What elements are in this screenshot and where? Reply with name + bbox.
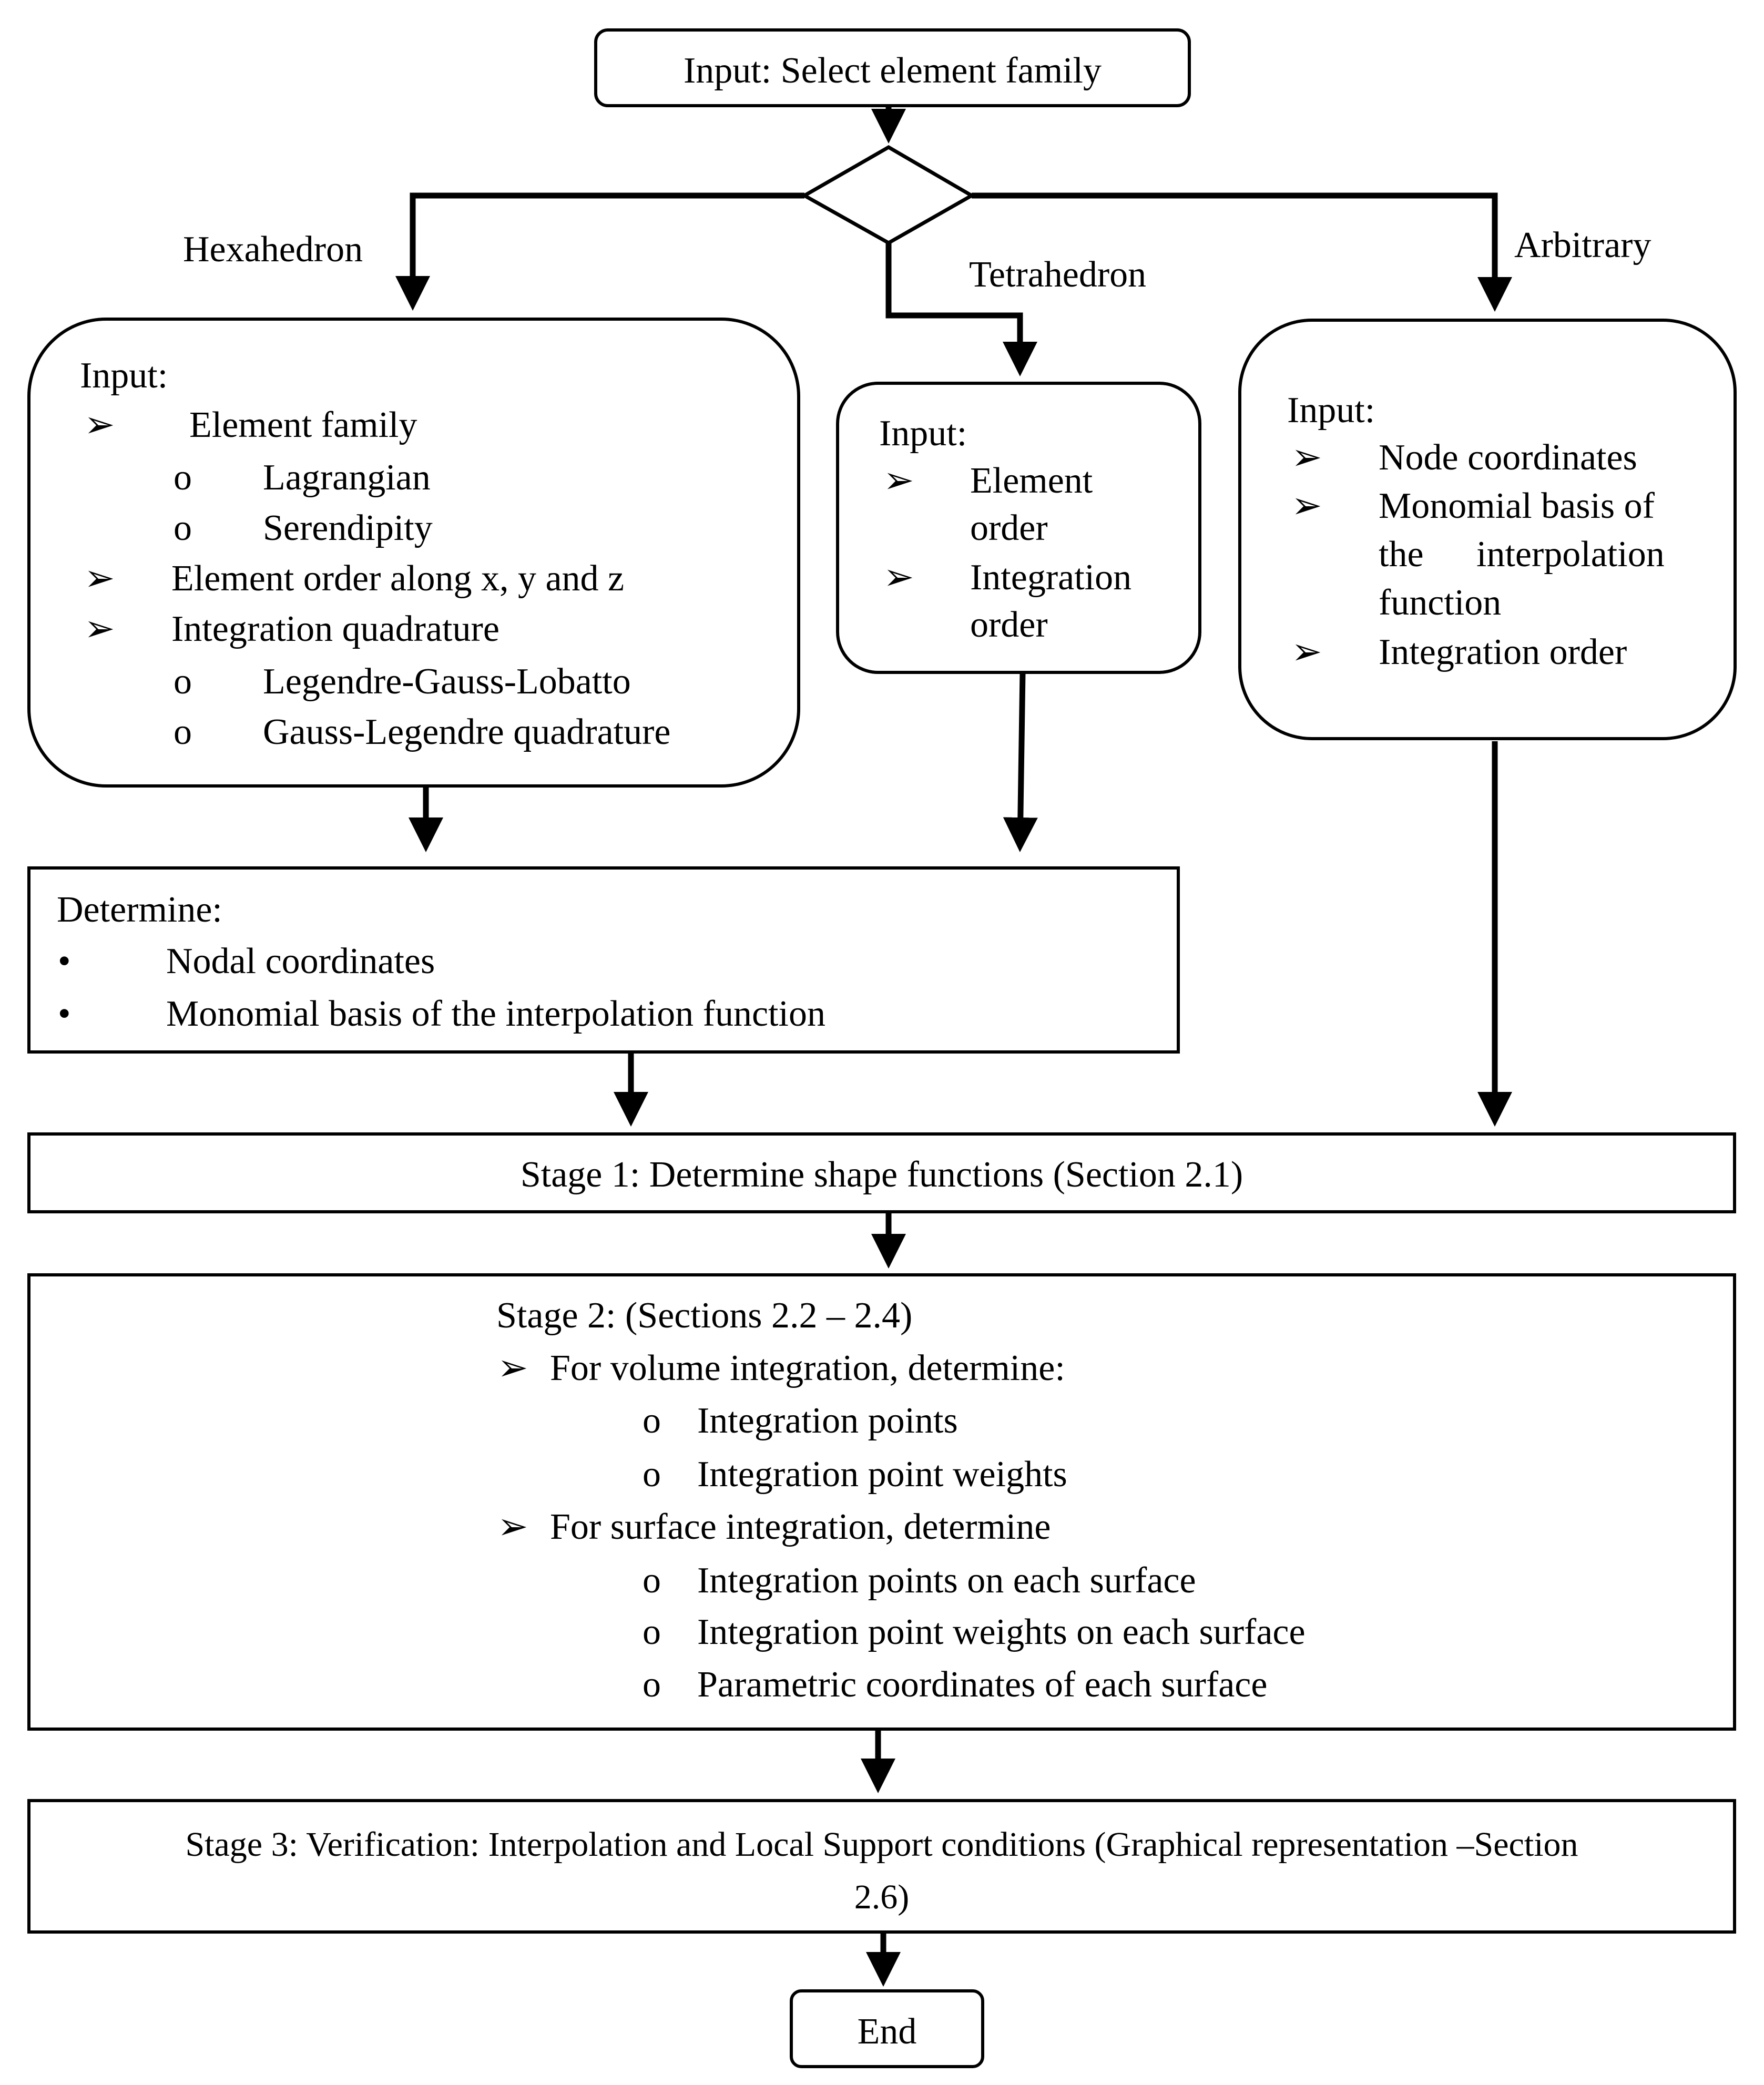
circle-bullet-icon: o [643, 1560, 661, 1601]
arrow-hexahedron [395, 192, 804, 311]
tet-element-order-line1: Element [970, 461, 1093, 501]
determine-title: Determine: [57, 890, 222, 930]
stage3-label-line1: Stage 3: Verification: Interpolation and… [185, 1825, 1578, 1864]
determine-monomial: Monomial basis of the interpolation func… [166, 994, 825, 1034]
stage2-vol-points: Integration points [697, 1401, 958, 1441]
arrow-bullet-icon: ➢ [1291, 632, 1322, 672]
tet-element-order-line2: order [970, 508, 1048, 548]
branch-label-tetrahedron: Tetrahedron [969, 254, 1147, 295]
end-box: End [790, 1989, 984, 2068]
stage2-vol-weights: Integration point weights [697, 1454, 1067, 1495]
tetrahedron-input-box [836, 382, 1201, 674]
determine-box [27, 866, 1180, 1054]
stage2-surface: For surface integration, determine [550, 1507, 1051, 1547]
circle-bullet-icon: o [643, 1454, 661, 1495]
dot-bullet-icon: • [58, 941, 71, 982]
arrow-bullet-icon: ➢ [84, 558, 115, 599]
arrow-arbitrary [972, 192, 1512, 312]
arrow-bullet-icon: ➢ [497, 1507, 528, 1547]
circle-bullet-icon: o [174, 661, 192, 702]
stage2-title: Stage 2: (Sections 2.2 – 2.4) [496, 1295, 913, 1336]
arrow-tetrahedron [885, 243, 1037, 376]
hex-element-family: Element family [189, 405, 417, 445]
start-box: Input: Select element family [594, 28, 1191, 107]
branch-label-hexahedron: Hexahedron [183, 229, 363, 270]
hex-gl: Gauss-Legendre quadrature [263, 712, 671, 752]
hex-input-title: Input: [80, 355, 168, 396]
determine-nodal: Nodal coordinates [166, 941, 435, 982]
hex-lagrangian: Lagrangian [263, 457, 431, 498]
start-box-label: Input: Select element family [683, 50, 1102, 91]
arrow-bullet-icon: ➢ [84, 609, 115, 649]
hex-serendipity: Serendipity [263, 508, 433, 548]
tet-integration-order-line1: Integration [970, 557, 1132, 598]
stage2-surf-points: Integration points on each surface [697, 1560, 1196, 1601]
arrow-tet-to-determine [1003, 672, 1038, 852]
circle-bullet-icon: o [174, 712, 192, 752]
tet-input-title: Input: [879, 413, 967, 454]
hex-element-order: Element order along x, y and z [171, 558, 625, 599]
hex-lgl: Legendre-Gauss-Lobatto [263, 661, 631, 702]
arb-monomial-line2b: interpolation [1476, 534, 1665, 575]
branch-label-arbitrary: Arbitrary [1514, 225, 1651, 265]
arrow-bullet-icon: ➢ [1291, 437, 1322, 478]
stage1-label: Stage 1: Determine shape functions (Sect… [520, 1154, 1243, 1195]
arrow-bullet-icon: ➢ [883, 461, 914, 501]
end-box-label: End [857, 2011, 917, 2052]
stage2-volume: For volume integration, determine: [550, 1348, 1065, 1388]
arb-monomial-line3: function [1379, 582, 1502, 623]
circle-bullet-icon: o [174, 457, 192, 498]
decision-diamond [800, 145, 976, 246]
arb-monomial-line2a: the [1379, 534, 1424, 575]
arrow-bullet-icon: ➢ [84, 405, 115, 445]
arb-input-title: Input: [1287, 390, 1375, 431]
circle-bullet-icon: o [643, 1612, 661, 1652]
stage2-surf-weights: Integration point weights on each surfac… [697, 1612, 1306, 1652]
arrow-bullet-icon: ➢ [1291, 486, 1322, 526]
hexahedron-input-box [27, 318, 800, 788]
arb-integration-order: Integration order [1379, 632, 1627, 672]
stage3-box: Stage 3: Verification: Interpolation and… [27, 1799, 1736, 1934]
dot-bullet-icon: • [58, 994, 71, 1034]
arbitrary-input-box [1238, 319, 1737, 740]
arb-monomial-line1: Monomial basis of [1379, 486, 1655, 526]
circle-bullet-icon: o [643, 1664, 661, 1705]
stage2-box [27, 1273, 1736, 1731]
arb-node-coordinates: Node coordinates [1379, 437, 1637, 478]
stage1-box: Stage 1: Determine shape functions (Sect… [27, 1132, 1736, 1213]
circle-bullet-icon: o [174, 508, 192, 548]
stage3-label-line2: 2.6) [854, 1878, 910, 1916]
circle-bullet-icon: o [643, 1401, 661, 1441]
arrow-bullet-icon: ➢ [883, 557, 914, 598]
arrow-bullet-icon: ➢ [497, 1348, 528, 1388]
stage2-surf-coords: Parametric coordinates of each surface [697, 1664, 1268, 1705]
hex-integration-quadrature: Integration quadrature [171, 609, 499, 649]
tet-integration-order-line2: order [970, 605, 1048, 645]
